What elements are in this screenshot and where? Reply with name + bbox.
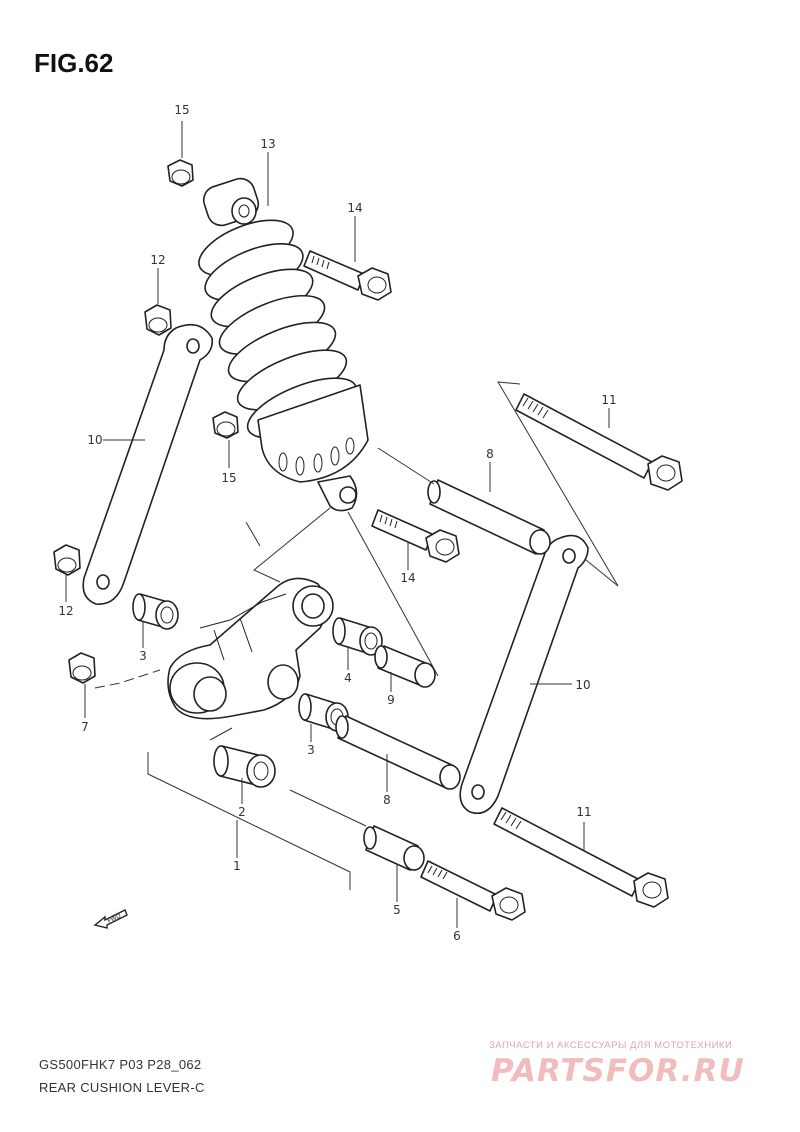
callout-2[interactable]: 2 (238, 805, 246, 819)
callout-4[interactable]: 4 (344, 671, 352, 685)
callout-12-top[interactable]: 12 (150, 253, 165, 267)
section-name: REAR CUSHION LEVER-C (39, 1080, 205, 1095)
callout-8-bottom[interactable]: 8 (383, 793, 391, 807)
watermark-logo: PARTSFOR.RU (491, 1053, 745, 1089)
callout-14-bottom[interactable]: 14 (400, 571, 415, 585)
bolt-6[interactable] (420, 860, 526, 921)
callout-12-bottom[interactable]: 12 (58, 604, 73, 618)
spacer-9[interactable] (374, 645, 436, 688)
callout-5[interactable]: 5 (393, 903, 401, 917)
callout-3-top[interactable]: 3 (139, 649, 147, 663)
callout-15-top[interactable]: 15 (174, 103, 189, 117)
cushion-lever[interactable] (167, 577, 334, 720)
bushing-4[interactable] (332, 617, 383, 656)
bolt-14-top[interactable] (303, 250, 392, 301)
bushing-2[interactable] (213, 745, 276, 788)
spacer-5[interactable] (363, 825, 425, 871)
nut-15-middle[interactable] (212, 411, 239, 439)
bolt-14-bottom[interactable] (371, 509, 460, 563)
nut-12-top[interactable] (144, 304, 172, 336)
callout-6[interactable]: 6 (453, 929, 461, 943)
callout-10-right[interactable]: 10 (575, 678, 590, 692)
callout-1[interactable]: 1 (233, 859, 241, 873)
watermark-caption: ЗАПЧАСТИ И АКСЕССУАРЫ ДЛЯ МОТОТЕХНИКИ (489, 1040, 733, 1051)
nut-12-bottom[interactable] (53, 544, 81, 576)
spacer-8-bottom[interactable] (335, 715, 461, 790)
callout-14-top[interactable]: 14 (347, 201, 362, 215)
cushion-rod-10-right[interactable] (459, 534, 589, 815)
callout-15-middle[interactable]: 15 (221, 471, 236, 485)
cushion-rod-10-left[interactable] (82, 323, 214, 605)
callout-3-bottom[interactable]: 3 (307, 743, 315, 757)
bushing-3-top[interactable] (132, 593, 179, 630)
nut-15-top[interactable] (167, 159, 194, 187)
callout-8-top[interactable]: 8 (486, 447, 494, 461)
callout-leaders (65, 121, 610, 928)
callout-13[interactable]: 13 (260, 137, 275, 151)
callout-numbers: 15 13 14 12 11 10 15 8 14 12 3 4 9 10 7 … (58, 103, 616, 943)
assembly-lines (94, 381, 619, 890)
callout-7[interactable]: 7 (81, 720, 89, 734)
bolt-11-top[interactable] (515, 393, 683, 491)
callout-9[interactable]: 9 (387, 693, 395, 707)
spacer-8-top[interactable] (427, 479, 551, 555)
bolt-11-bottom[interactable] (493, 807, 669, 908)
rear-shock-absorber[interactable] (191, 175, 369, 512)
figure-title: FIG.62 (34, 48, 114, 78)
callout-10-left[interactable]: 10 (87, 433, 102, 447)
nut-7[interactable] (68, 652, 96, 684)
callout-11-top[interactable]: 11 (601, 393, 616, 407)
callout-11-bottom[interactable]: 11 (576, 805, 591, 819)
model-code: GS500FHK7 P03 P28_062 (39, 1057, 202, 1072)
fwd-arrow-icon: FWD (93, 909, 128, 929)
